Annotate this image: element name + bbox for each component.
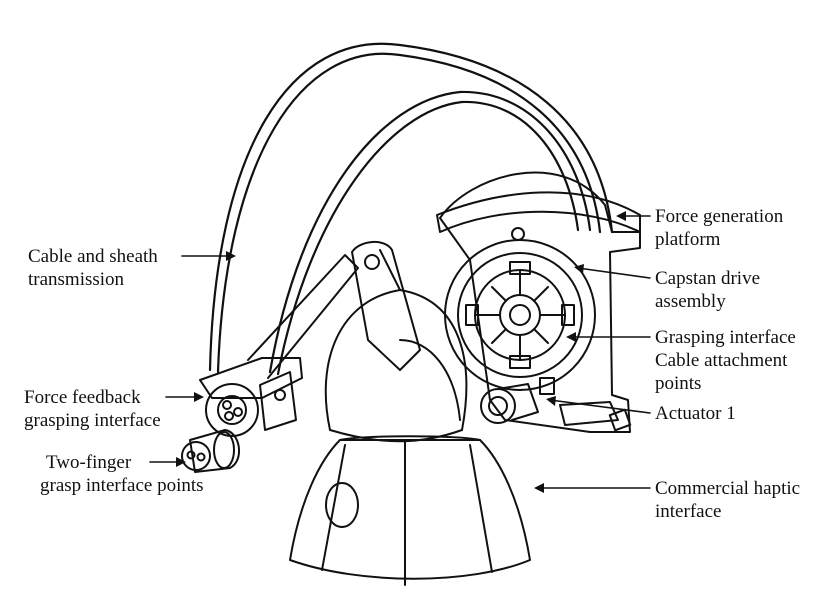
label-grasping-interface-attachment: Grasping interface Cable attachment poin… <box>655 326 796 395</box>
force-feedback-grasping-interface <box>199 357 303 437</box>
capstan-drive-assembly <box>444 239 596 391</box>
label-line: interface <box>655 501 722 522</box>
label-force-generation-platform: Force generation platform <box>655 205 783 251</box>
label-commercial-haptic-interface: Commercial haptic interface <box>655 477 800 523</box>
label-line: Force generation <box>655 206 784 227</box>
force-generation-platform <box>436 171 641 433</box>
label-line: grasping interface <box>24 410 161 431</box>
cable-sheath-transmission <box>208 42 614 376</box>
label-line: Force feedback <box>24 387 141 408</box>
label-line: Cable attachment <box>655 350 788 371</box>
label-line: Cable and sheath <box>28 246 158 267</box>
label-line: Capstan drive <box>655 268 761 289</box>
label-line: Grasping interface <box>655 327 796 348</box>
label-line: grasp interface points <box>40 475 204 496</box>
label-actuator-1: Actuator 1 <box>655 402 736 425</box>
label-line: Two-finger <box>46 452 132 473</box>
label-line: transmission <box>28 269 125 290</box>
leader-arrows <box>149 211 651 493</box>
two-finger-grasp-points <box>181 429 240 473</box>
label-capstan-drive-assembly: Capstan drive assembly <box>655 267 760 313</box>
label-force-feedback-grasping-interface: Force feedback grasping interface <box>24 386 161 432</box>
label-line: points <box>655 373 702 394</box>
label-line: Commercial haptic <box>655 478 801 499</box>
label-line: platform <box>655 229 721 250</box>
actuator-1 <box>480 377 555 424</box>
label-line: Actuator 1 <box>655 403 736 424</box>
label-cable-sheath-transmission: Cable and sheath transmission <box>28 245 158 291</box>
label-line: assembly <box>655 291 726 312</box>
label-two-finger-grasp-points: Two-finger grasp interface points <box>40 451 204 497</box>
commercial-haptic-interface <box>247 241 531 586</box>
